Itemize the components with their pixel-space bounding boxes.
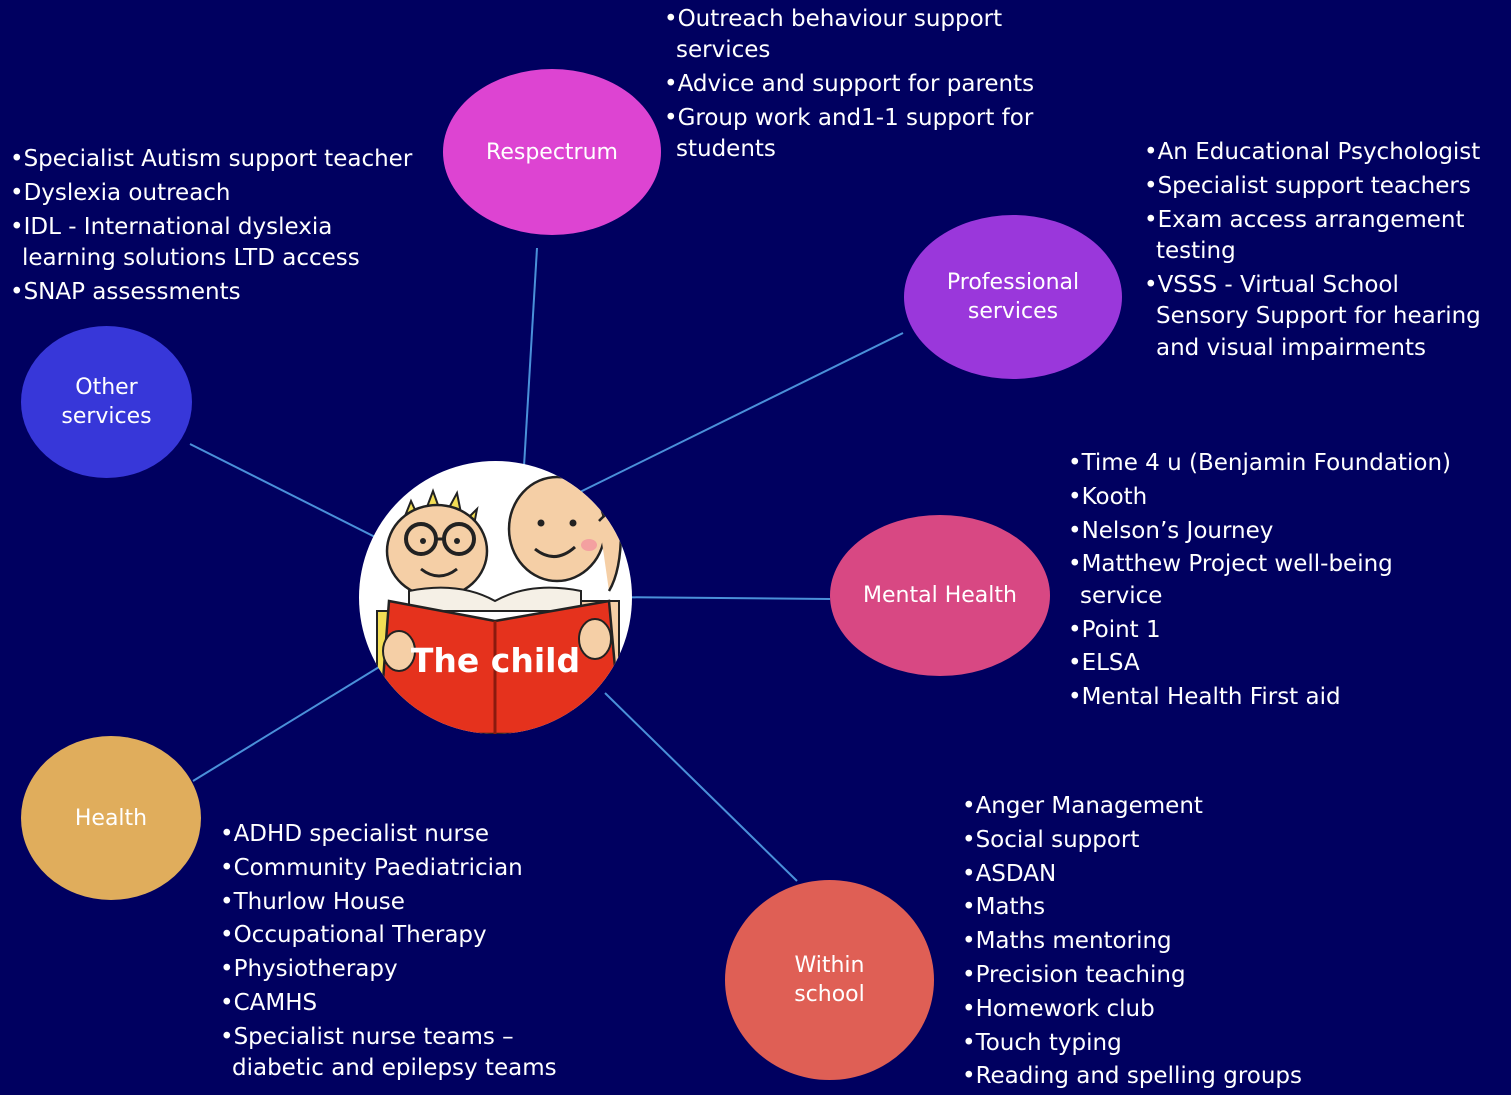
node-health: Health bbox=[21, 736, 201, 900]
list-item: Point 1 bbox=[1068, 615, 1498, 646]
list-item: Matthew Project well-being service bbox=[1068, 549, 1430, 612]
list-item: Group work and1-1 support for students bbox=[664, 103, 1064, 166]
center-label: The child bbox=[410, 641, 581, 680]
list-other-services: Specialist Autism support teacher Dyslex… bbox=[10, 144, 440, 311]
list-item: CAMHS bbox=[220, 988, 580, 1019]
node-health-label: Health bbox=[74, 805, 148, 831]
node-professional-label: Professional services bbox=[946, 270, 1080, 324]
list-item: Advice and support for parents bbox=[664, 69, 1064, 100]
list-mental-health: Time 4 u (Benjamin Foundation) Kooth Nel… bbox=[1068, 448, 1498, 716]
children-reading-illustration bbox=[376, 475, 623, 734]
connector-other bbox=[189, 443, 404, 552]
list-item: Specialist Autism support teacher bbox=[10, 144, 440, 175]
list-item: Touch typing bbox=[962, 1028, 1322, 1059]
list-professional-services: An Educational Psychologist Specialist s… bbox=[1144, 137, 1502, 366]
list-item: Social support bbox=[962, 825, 1322, 856]
list-item: Maths bbox=[962, 892, 1322, 923]
list-health: ADHD specialist nurse Community Paediatr… bbox=[220, 819, 580, 1087]
node-other-label: Other services bbox=[61, 375, 152, 429]
list-item: An Educational Psychologist bbox=[1144, 137, 1502, 168]
list-item: IDL - International dyslexia learning so… bbox=[10, 212, 394, 275]
node-school-label: Within school bbox=[794, 953, 865, 1007]
list-item: Outreach behaviour support services bbox=[664, 4, 1064, 67]
list-item: Kooth bbox=[1068, 482, 1498, 513]
list-item: ASDAN bbox=[962, 859, 1322, 890]
list-item: Time 4 u (Benjamin Foundation) bbox=[1068, 448, 1498, 479]
connector-mental bbox=[599, 596, 831, 600]
list-item: Exam access arrangement testing bbox=[1144, 205, 1502, 268]
list-item: Reading and spelling groups bbox=[962, 1061, 1322, 1092]
center-node-the-child: The child bbox=[359, 461, 632, 734]
list-item: VSSS - Virtual School Sensory Support fo… bbox=[1144, 270, 1496, 364]
connector-respectrum bbox=[521, 247, 538, 501]
list-item: Community Paediatrician bbox=[220, 853, 580, 884]
list-within-school: Anger Management Social support ASDAN Ma… bbox=[962, 791, 1322, 1095]
list-item: Nelson’s Journey bbox=[1068, 516, 1498, 547]
node-within-school: Within school bbox=[725, 880, 934, 1080]
node-mental-health: Mental Health bbox=[830, 515, 1050, 676]
node-respectrum: Respectrum bbox=[443, 69, 661, 235]
list-item: Specialist support teachers bbox=[1144, 171, 1502, 202]
node-other-services: Other services bbox=[21, 326, 192, 478]
list-item: ELSA bbox=[1068, 648, 1498, 679]
list-item: Occupational Therapy bbox=[220, 920, 580, 951]
list-respectrum: Outreach behaviour support services Advi… bbox=[664, 4, 1064, 168]
node-respectrum-label: Respectrum bbox=[486, 139, 618, 165]
list-item: Homework club bbox=[962, 994, 1322, 1025]
list-item: Specialist nurse teams – diabetic and ep… bbox=[220, 1022, 572, 1085]
list-item: Precision teaching bbox=[962, 960, 1322, 991]
list-item: Anger Management bbox=[962, 791, 1322, 822]
list-item: Dyslexia outreach bbox=[10, 178, 440, 209]
node-professional-services: Professional services bbox=[904, 215, 1122, 379]
connector-professional bbox=[577, 332, 904, 494]
node-mental-label: Mental Health bbox=[863, 583, 1017, 608]
list-item: ADHD specialist nurse bbox=[220, 819, 580, 850]
list-item: Thurlow House bbox=[220, 887, 580, 918]
list-item: SNAP assessments bbox=[10, 277, 440, 308]
list-item: Mental Health First aid bbox=[1068, 682, 1498, 713]
connector-school bbox=[604, 692, 798, 882]
list-item: Maths mentoring bbox=[962, 926, 1322, 957]
list-item: Physiotherapy bbox=[220, 954, 580, 985]
